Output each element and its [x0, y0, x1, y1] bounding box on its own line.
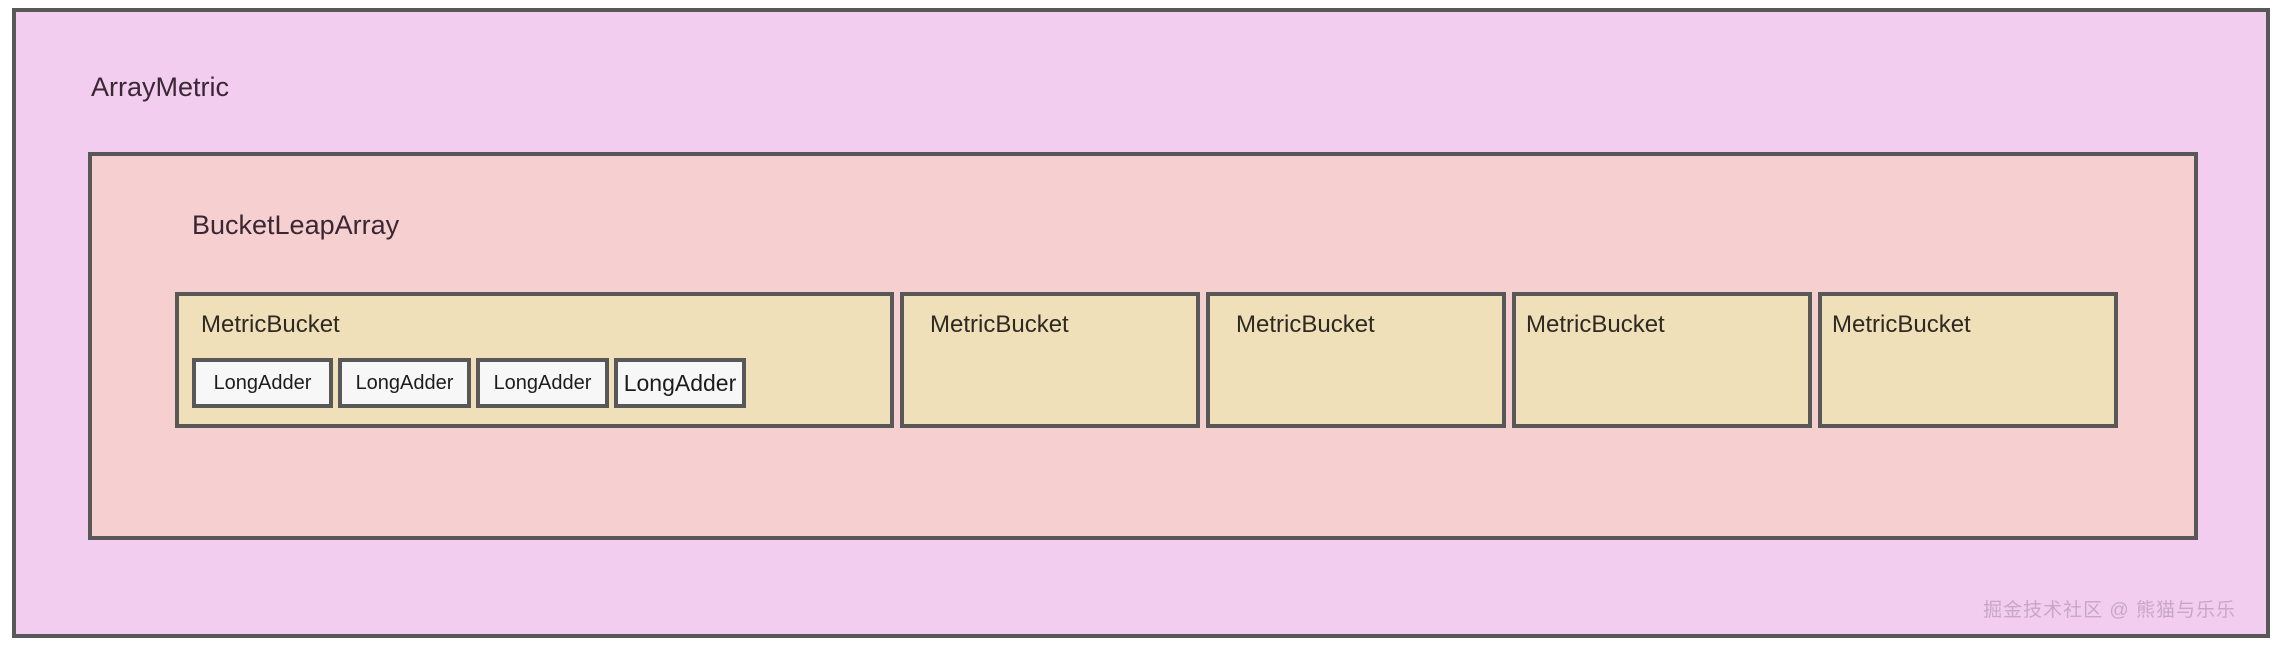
metric-bucket-label: MetricBucket: [930, 311, 1069, 338]
metric-bucket: MetricBucket: [1818, 292, 2118, 428]
metric-bucket-row: MetricBucket LongAdder LongAdder LongAdd…: [175, 292, 2118, 428]
watermark: 掘金技术社区 @ 熊猫与乐乐: [1983, 600, 2236, 621]
metric-bucket: MetricBucket: [900, 292, 1200, 428]
array-metric-container: ArrayMetric BucketLeapArray MetricBucket…: [12, 8, 2270, 638]
metric-bucket-label: MetricBucket: [1832, 311, 1971, 338]
bucket-leap-array-container: BucketLeapArray MetricBucket LongAdder L…: [88, 152, 2198, 540]
long-adder: LongAdder: [476, 358, 609, 408]
long-adder: LongAdder: [192, 358, 333, 408]
metric-bucket: MetricBucket: [1512, 292, 1812, 428]
metric-bucket-label: MetricBucket: [1236, 311, 1375, 338]
long-adder: LongAdder: [614, 358, 746, 408]
metric-bucket-label: MetricBucket: [201, 311, 340, 338]
long-adder: LongAdder: [338, 358, 471, 408]
metric-bucket: MetricBucket LongAdder LongAdder LongAdd…: [175, 292, 894, 428]
metric-bucket: MetricBucket: [1206, 292, 1506, 428]
metric-bucket-label: MetricBucket: [1526, 311, 1665, 338]
array-metric-label: ArrayMetric: [91, 72, 230, 102]
bucket-leap-array-label: BucketLeapArray: [192, 210, 400, 240]
long-adder-row: LongAdder LongAdder LongAdder LongAdder: [192, 358, 746, 408]
